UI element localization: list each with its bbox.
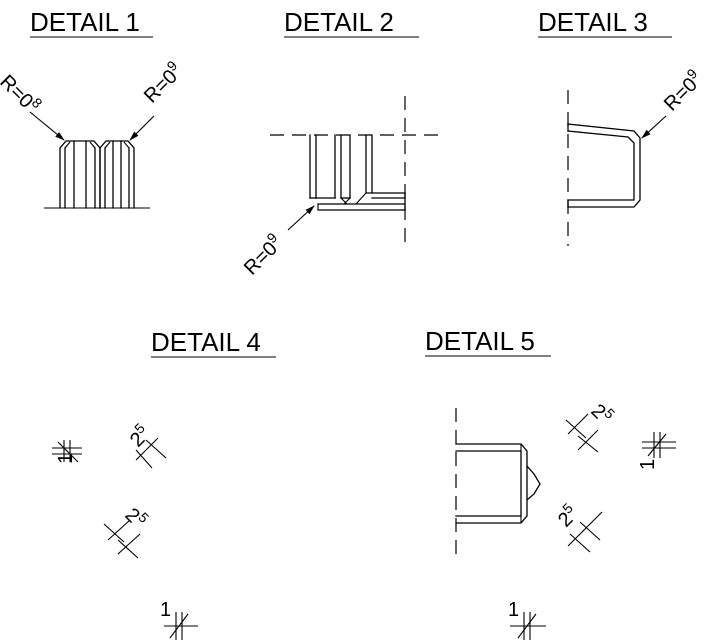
detail-4-title: DETAIL 4: [151, 327, 261, 357]
detail-3-title: DETAIL 3: [538, 7, 648, 37]
detail-5: DETAIL 5 25 1 25: [425, 326, 676, 640]
svg-text:R=08: R=08: [0, 68, 46, 118]
svg-text:R=09: R=09: [137, 57, 187, 107]
svg-text:25: 25: [123, 420, 155, 452]
detail-3-radius-label: R=09: [657, 65, 707, 115]
detail-4-dim-1-left: 1: [52, 440, 82, 464]
svg-text:25: 25: [120, 501, 152, 533]
detail-1-radius-right-label: R=09: [137, 57, 187, 107]
detail-2-profile: [309, 134, 406, 211]
svg-text:1: 1: [508, 599, 519, 621]
detail-3-leader: [641, 115, 667, 139]
detail-5-dim-25-lower: 25: [551, 500, 603, 553]
svg-text:1: 1: [55, 453, 77, 464]
detail-5-dim-1-right: 1: [637, 432, 676, 470]
svg-text:1: 1: [160, 599, 171, 621]
svg-text:25: 25: [586, 397, 618, 429]
detail-2-radius-label: R=09: [237, 229, 287, 279]
detail-1-title: DETAIL 1: [30, 7, 140, 37]
detail-2-title: DETAIL 2: [284, 7, 394, 37]
detail-1-leader-left: [29, 111, 65, 141]
detail-2-leader: [287, 205, 315, 231]
detail-4-dim-1-bottom: 1: [160, 599, 198, 640]
detail-5-title: DETAIL 5: [425, 326, 535, 356]
detail-1-leader-right: [129, 115, 155, 141]
detail-5-profile: [455, 443, 541, 524]
detail-1-profile: [44, 140, 150, 209]
detail-3: DETAIL 3 R=09: [538, 7, 707, 246]
detail-3-profile: [567, 123, 641, 208]
detail-4: DETAIL 4 1 25 25 1: [52, 327, 276, 640]
svg-text:1: 1: [637, 459, 659, 470]
svg-text:R=09: R=09: [237, 229, 287, 279]
svg-text:25: 25: [551, 500, 583, 532]
detail-4-dim-25-upper: 25: [123, 420, 167, 469]
detail-5-dim-25-upper: 25: [565, 397, 618, 453]
detail-1: DETAIL 1 R=08 R=09: [0, 7, 187, 209]
detail-1-radius-left-label: R=08: [0, 68, 46, 118]
svg-text:R=09: R=09: [657, 65, 707, 115]
detail-2: DETAIL 2 R=09: [237, 7, 442, 280]
detail-5-dim-1-bottom: 1: [508, 599, 546, 640]
detail-4-dim-25-lower: 25: [103, 501, 152, 559]
